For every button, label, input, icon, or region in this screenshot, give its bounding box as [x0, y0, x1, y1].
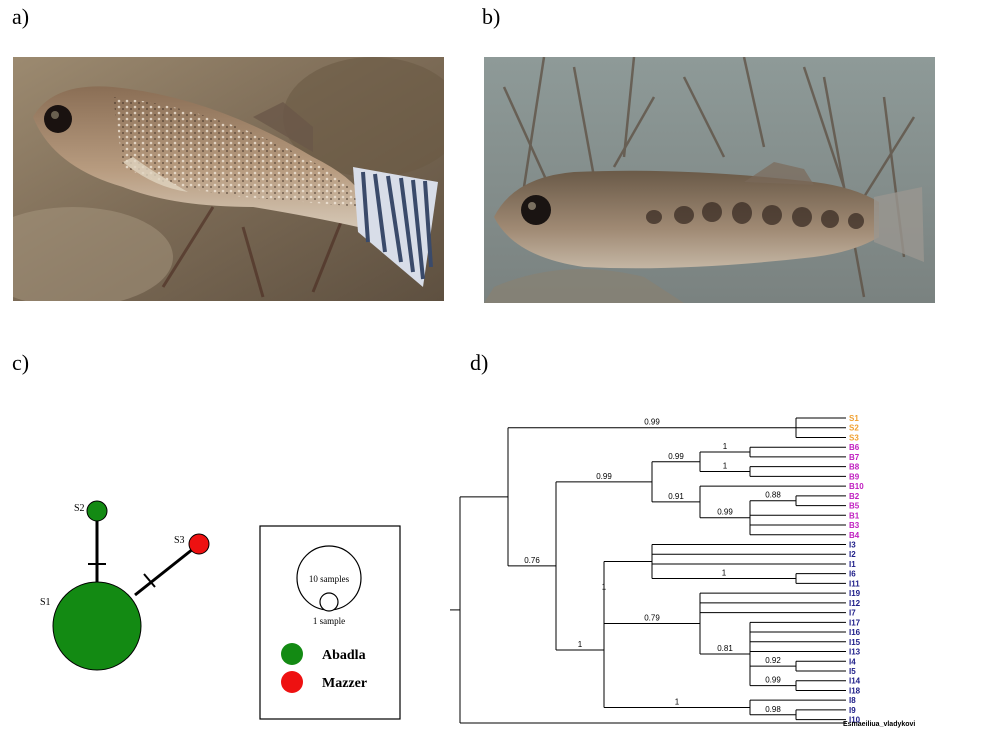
support-value: 1 — [578, 640, 583, 649]
fish-photo-male — [13, 57, 444, 301]
taxon-label-b4: B4 — [849, 531, 860, 540]
legend-label-abadla: Abadla — [322, 648, 366, 663]
support-value: 0.88 — [765, 491, 781, 500]
support-value: 0.81 — [717, 644, 733, 653]
taxon-label-i13: I13 — [849, 648, 861, 657]
haplotype-network: S1 S2 S3 10 samples 1 sample Abadla Mazz… — [40, 500, 401, 720]
support-value: 1 — [675, 697, 680, 706]
panel-label-d: d) — [470, 350, 489, 375]
network-mutation-tick — [143, 573, 156, 588]
support-value: 0.99 — [668, 452, 684, 461]
legend-large-label: 10 samples — [309, 574, 350, 584]
network-edge-s1-s3 — [134, 543, 199, 597]
support-value: 0.98 — [765, 705, 781, 714]
taxon-label-b5: B5 — [849, 502, 860, 511]
taxon-label-i4: I4 — [849, 657, 856, 666]
haplotype-node-s1 — [52, 581, 142, 671]
support-value: 0.79 — [644, 614, 660, 623]
legend-circle-small — [319, 592, 339, 612]
taxon-label-i10: I10 — [849, 716, 861, 725]
taxon-label-s1: S1 — [849, 414, 859, 423]
haplotype-node-s2 — [86, 500, 108, 522]
legend-swatch-abadla — [281, 643, 303, 665]
taxon-label-i1: I1 — [849, 560, 856, 569]
taxon-label-s2: S2 — [849, 424, 859, 433]
taxon-label-i16: I16 — [849, 628, 861, 637]
phylogenetic-tree: 0.99 0.99 1 1 0.99 0.91 0.88 0.99 0.76 1 1 1 0.79 0.8… — [450, 414, 915, 728]
taxon-label-b8: B8 — [849, 463, 860, 472]
taxon-label-b9: B9 — [849, 472, 860, 481]
legend-label-mazzer: Mazzer — [322, 676, 367, 691]
taxon-label-i15: I15 — [849, 638, 861, 647]
taxon-label-b3: B3 — [849, 521, 860, 530]
taxon-label-i12: I12 — [849, 599, 861, 608]
taxon-label-i6: I6 — [849, 570, 856, 579]
panel-label-a: a) — [12, 4, 30, 29]
node-label-s3: S3 — [174, 535, 185, 546]
taxon-label-b7: B7 — [849, 453, 860, 462]
taxon-label-i14: I14 — [849, 677, 861, 686]
node-label-s1: S1 — [40, 597, 51, 608]
legend-swatch-mazzer — [281, 671, 303, 693]
fish-photo-female — [484, 57, 935, 303]
taxon-label-i9: I9 — [849, 706, 856, 715]
taxon-label-i17: I17 — [849, 618, 861, 627]
taxon-label-i7: I7 — [849, 609, 856, 618]
taxon-label-i18: I18 — [849, 686, 861, 695]
taxon-label-b2: B2 — [849, 492, 860, 501]
support-value: 0.99 — [644, 418, 660, 427]
taxon-label-b1: B1 — [849, 511, 860, 520]
taxon-label-i19: I19 — [849, 589, 861, 598]
support-value: 0.91 — [668, 492, 684, 501]
support-value: 0.99 — [717, 508, 733, 517]
taxon-label-i3: I3 — [849, 540, 856, 549]
panel-label-b: b) — [482, 4, 501, 29]
taxon-label-s3: S3 — [849, 433, 859, 442]
taxon-label-outgroup: Esmaeiliua_vladykovi — [843, 721, 915, 728]
panel-label-c: c) — [12, 350, 30, 375]
support-value: 1 — [723, 462, 728, 471]
haplotype-node-s3 — [188, 533, 210, 555]
taxon-label-b6: B6 — [849, 443, 860, 452]
support-value: 0.92 — [765, 656, 781, 665]
support-value: 1 — [602, 583, 607, 592]
support-value: 0.99 — [596, 472, 612, 481]
support-value: 1 — [723, 442, 728, 451]
legend-small-label: 1 sample — [313, 616, 345, 626]
support-value: 0.99 — [765, 676, 781, 685]
taxon-label-i11: I11 — [849, 579, 860, 588]
support-value: 1 — [722, 569, 727, 578]
taxon-label-i2: I2 — [849, 550, 856, 559]
taxon-label-i5: I5 — [849, 667, 856, 676]
taxon-label-i8: I8 — [849, 696, 856, 705]
taxon-label-b10: B10 — [849, 482, 864, 491]
node-label-s2: S2 — [74, 503, 85, 514]
support-value: 0.76 — [524, 556, 540, 565]
